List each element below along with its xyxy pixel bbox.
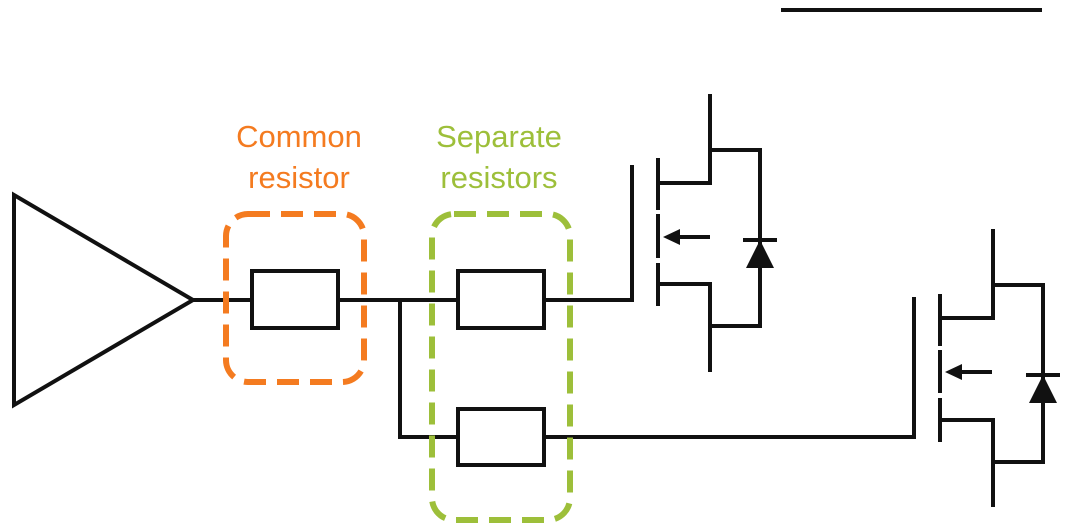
common-resistor-label-line2: resistor — [248, 160, 350, 195]
body-arrow-lower — [945, 364, 962, 380]
separate-resistors-label-line1: Separate — [436, 119, 562, 154]
common-resistor-group-box — [223, 211, 367, 385]
common-resistor-label-line1: Common — [236, 119, 362, 154]
body-arrow-upper — [663, 229, 680, 245]
body-diode-upper — [746, 240, 774, 268]
mosfet-upper — [630, 94, 777, 372]
separate-resistor-lower — [456, 407, 546, 467]
driver-amplifier — [12, 191, 197, 409]
body-diode-lower — [1029, 375, 1057, 403]
mosfet-lower — [912, 229, 1060, 507]
separate-resistors-group-box — [429, 211, 573, 523]
separate-resistor-upper — [456, 269, 546, 330]
common-resistor — [250, 269, 340, 330]
separate-resistors-label-line2: resistors — [440, 160, 557, 195]
